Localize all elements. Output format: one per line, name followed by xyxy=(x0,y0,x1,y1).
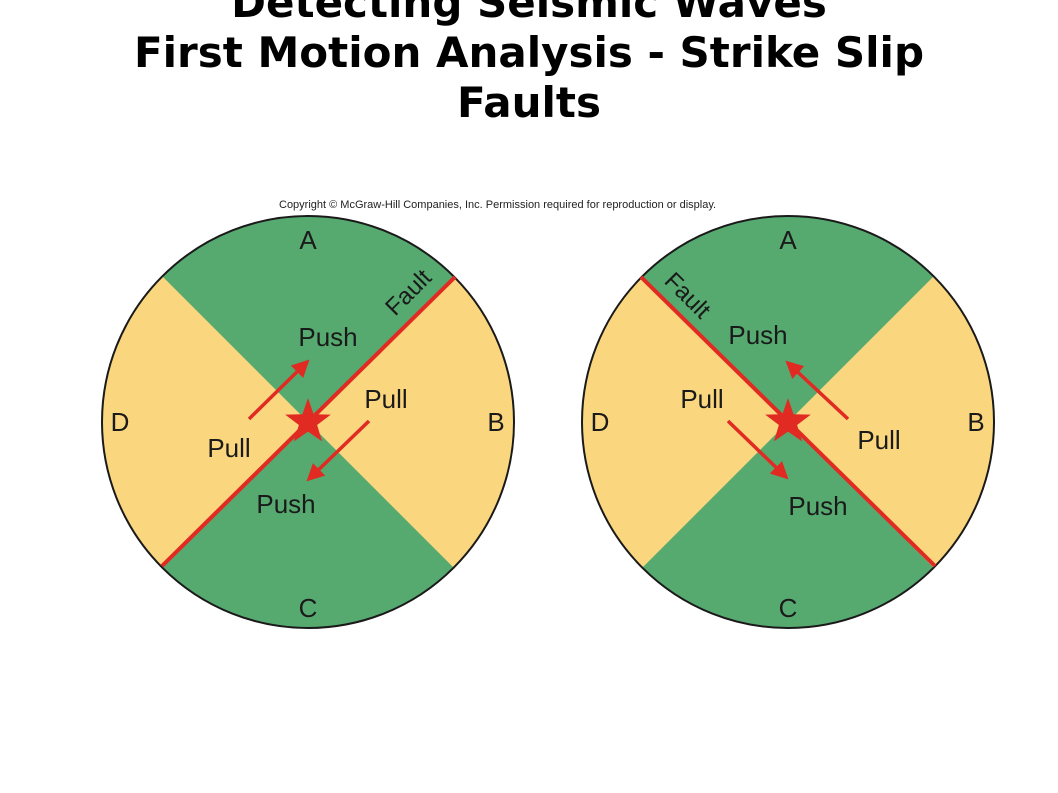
right-pull-quadrant-d xyxy=(582,276,788,568)
title-line-1: Detecting Seismic Waves xyxy=(231,0,827,27)
right-push-top: Push xyxy=(728,320,787,350)
right-arrow-down xyxy=(726,419,789,480)
right-label-a: A xyxy=(779,225,797,255)
right-label-d: D xyxy=(591,407,610,437)
left-label-c: C xyxy=(299,593,318,623)
left-push-top: Push xyxy=(298,322,357,352)
right-epicenter-star xyxy=(765,398,811,442)
left-label-a: A xyxy=(299,225,317,255)
right-beachball: A B C D Push Pull Pull Push Fault xyxy=(581,215,995,629)
left-push-bottom: Push xyxy=(256,489,315,519)
right-outline xyxy=(581,215,995,629)
left-pull-quadrant-d xyxy=(102,276,308,568)
copyright-notice: Copyright © McGraw-Hill Companies, Inc. … xyxy=(279,199,717,211)
right-pull-right: Pull xyxy=(857,425,900,455)
title-line-3: Faults xyxy=(457,78,601,127)
left-pull-right: Pull xyxy=(364,384,407,414)
left-outline xyxy=(101,215,515,629)
right-pull-quadrant-b xyxy=(788,276,994,568)
left-arrow-down xyxy=(306,419,371,482)
right-label-c: C xyxy=(779,593,798,623)
right-push-bottom: Push xyxy=(788,491,847,521)
title-line-2: First Motion Analysis - Strike Slip xyxy=(133,28,925,77)
left-beachball: A B C D Push Pull Pull Push Fault xyxy=(101,215,515,629)
left-label-b: B xyxy=(487,407,504,437)
left-pull-left: Pull xyxy=(207,433,250,463)
right-label-b: B xyxy=(967,407,984,437)
left-label-d: D xyxy=(111,407,130,437)
right-pull-left: Pull xyxy=(680,384,723,414)
left-epicenter-star xyxy=(285,398,331,442)
slide-title: Detecting Seismic Waves First Motion Ana… xyxy=(0,0,1058,128)
left-pull-quadrant-b xyxy=(308,276,514,568)
left-arrow-up xyxy=(247,359,310,421)
right-arrow-up xyxy=(785,360,850,421)
